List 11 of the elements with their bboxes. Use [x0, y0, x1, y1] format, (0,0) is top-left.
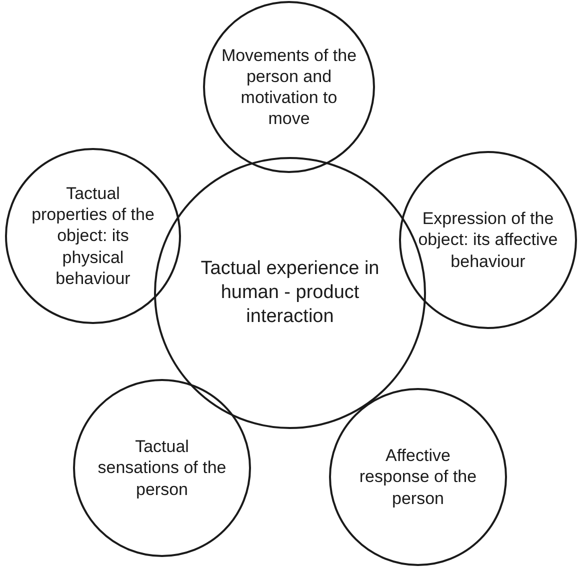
concept-text: Tactual properties of the object: its physical behaviour — [30, 182, 156, 290]
concept-text: Expression of the object: its affective behaviour — [418, 208, 558, 272]
concept-text: Tactual sensations of the person — [97, 436, 227, 500]
concept-circle — [73, 379, 251, 557]
concept-circle — [329, 388, 507, 566]
concept-text: Tactual experience in human - product interaction — [200, 257, 380, 329]
concept-circle — [203, 1, 375, 173]
concept-text: Affective response of the person — [358, 445, 478, 509]
concept-circle — [399, 151, 577, 329]
concept-circle — [5, 148, 181, 324]
concept-text: Movements of the person and motivation to move — [220, 44, 358, 130]
